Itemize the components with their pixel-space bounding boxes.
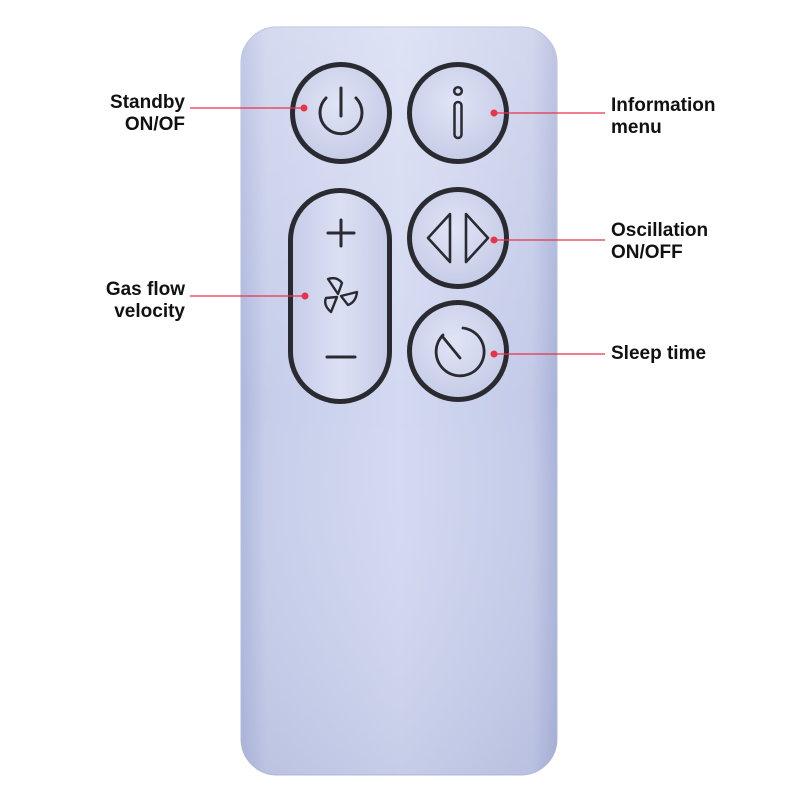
sleep-leader-dot [490, 350, 498, 358]
plus-icon [326, 218, 356, 248]
fan-icon [323, 276, 359, 314]
information-label-line-2: menu [611, 117, 662, 138]
sleep-time-button[interactable] [407, 300, 509, 402]
information-leader-dot [490, 109, 498, 117]
remote-body-sheen [241, 27, 557, 775]
power-icon [318, 86, 364, 136]
gas-flow-callout: Gas flow velocity [106, 279, 185, 323]
leader-dots [300, 104, 498, 358]
standby-button[interactable] [290, 62, 392, 164]
oscillation-callout: Oscillation ON/OFF [611, 220, 708, 264]
sleep-callout: Sleep time [611, 343, 706, 365]
standby-label-line-1: Standby [110, 92, 185, 113]
oscillation-label-line-1: Oscillation [611, 220, 709, 241]
standby-label-line-2: ON/OF [124, 114, 185, 135]
standby-callout: Standby ON/OF [110, 92, 185, 136]
info-icon [452, 85, 464, 140]
oscillation-label-line-2: ON/OFF [611, 242, 683, 263]
sleep-label: Sleep time [611, 343, 707, 364]
standby-leader-dot [300, 104, 308, 112]
information-button[interactable] [407, 62, 509, 164]
gas-flow-leader-dot [301, 292, 309, 300]
information-label-line-1: Information [611, 95, 716, 116]
gas-flow-label-line-2: velocity [114, 301, 185, 322]
oscillation-button[interactable] [407, 187, 509, 289]
increase-flow-button[interactable] [305, 204, 375, 256]
decrease-flow-button[interactable] [305, 332, 375, 384]
sleep-timer-icon [434, 326, 486, 378]
leader-lines [190, 107, 605, 355]
oscillation-arrows-icon [426, 212, 490, 264]
oscillation-leader-dot [490, 236, 498, 244]
gas-flow-label-line-1: Gas flow [105, 279, 185, 300]
information-callout: Information menu [611, 95, 716, 139]
